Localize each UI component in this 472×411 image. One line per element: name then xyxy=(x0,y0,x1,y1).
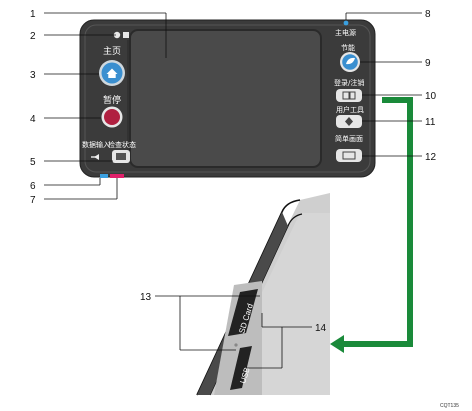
data-in-label: 数据输入 xyxy=(82,140,110,149)
home-led-icon xyxy=(123,32,129,38)
energy-saver-button[interactable] xyxy=(340,52,360,72)
callout-13: 13 xyxy=(140,292,152,303)
user-tools-button[interactable] xyxy=(336,115,362,128)
callout-5: 5 xyxy=(30,157,36,168)
callout-4: 4 xyxy=(30,114,36,125)
callout-numbers: 1 2 3 4 5 6 7 8 9 10 11 12 13 14 xyxy=(30,9,437,334)
simple-screen-button[interactable] xyxy=(336,149,362,162)
home-label: 主页 xyxy=(103,45,121,57)
pause-label: 暂停 xyxy=(103,94,121,106)
home-led xyxy=(113,31,121,39)
green-arrow xyxy=(330,97,413,353)
leaf-icon xyxy=(346,57,355,65)
data-in-icon xyxy=(91,154,99,160)
energy-saver-label: 节能 xyxy=(341,43,355,52)
side-slot-closeup: SD Card USB xyxy=(196,193,330,396)
callout-7: 7 xyxy=(30,195,36,206)
check-status-label: 检查状态 xyxy=(108,140,136,149)
control-panel: 主页 暂停 数据输入 检查状态 主电源 节能 xyxy=(79,19,376,178)
sd-card-access-led xyxy=(234,343,238,347)
touch-screen[interactable] xyxy=(129,29,322,168)
stop-button[interactable] xyxy=(101,106,123,128)
callout-8: 8 xyxy=(425,9,431,20)
home-button[interactable] xyxy=(99,60,125,86)
main-power-label: 主电源 xyxy=(335,28,356,37)
data-in-led xyxy=(100,174,108,178)
alert-led xyxy=(110,174,124,178)
check-status-icon xyxy=(116,153,126,160)
check-status-button[interactable] xyxy=(112,150,130,163)
callout-14: 14 xyxy=(315,323,327,334)
callout-6: 6 xyxy=(30,181,36,192)
callout-1: 1 xyxy=(30,9,36,20)
callout-12: 12 xyxy=(425,152,437,163)
home-icon xyxy=(106,68,118,78)
callout-2: 2 xyxy=(30,31,36,42)
login-icon xyxy=(342,91,356,100)
login-logout-label: 登录/注销 xyxy=(334,78,364,87)
login-logout-button[interactable] xyxy=(336,89,362,102)
main-power-led xyxy=(343,20,349,26)
user-tools-label: 用户工具 xyxy=(336,105,364,114)
tools-icon xyxy=(345,117,353,126)
callout-10: 10 xyxy=(425,91,437,102)
simple-screen-label: 简单画面 xyxy=(335,134,363,143)
callout-11: 11 xyxy=(425,117,436,128)
callout-3: 3 xyxy=(30,70,36,81)
simple-screen-icon xyxy=(342,151,356,160)
image-code: CQT135 xyxy=(440,403,459,409)
leader-lines xyxy=(44,12,422,369)
callout-9: 9 xyxy=(425,58,431,69)
